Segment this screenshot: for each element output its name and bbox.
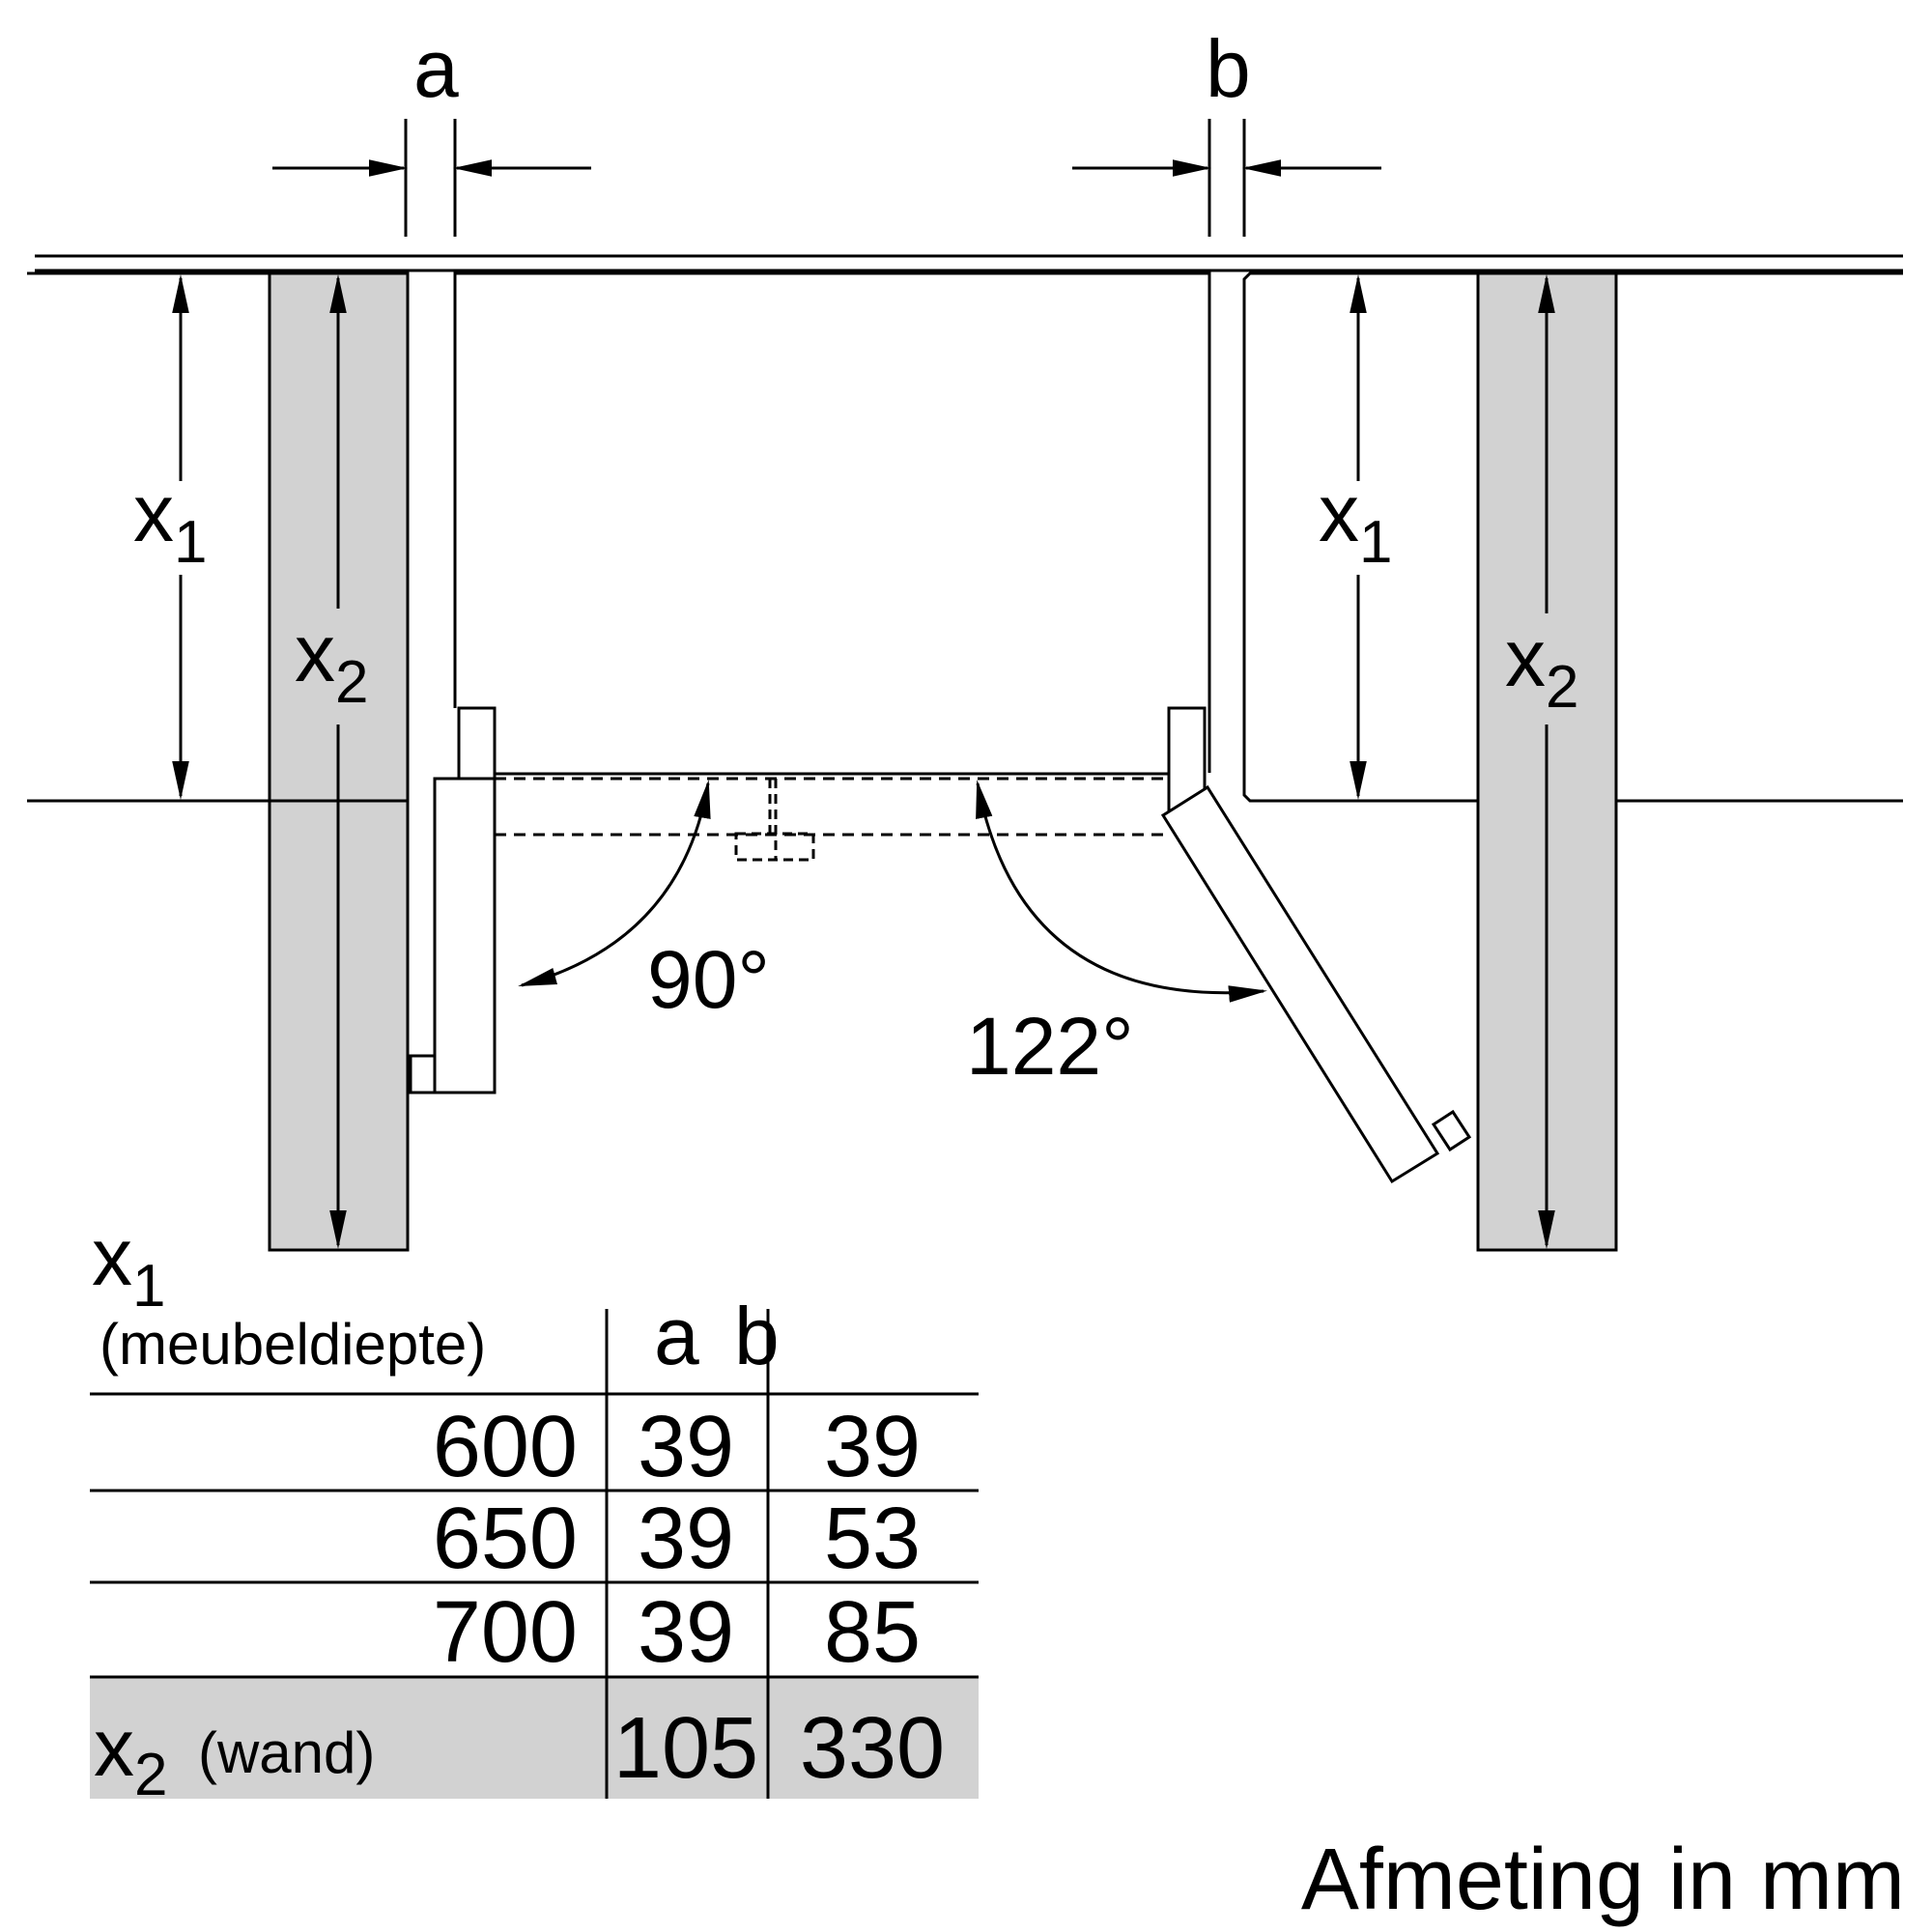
angle-right-label: 122°	[966, 1001, 1134, 1092]
table-footer-row: x2 (wand) 105 330	[94, 1700, 945, 1808]
left-door	[409, 706, 497, 1094]
left-door-handle	[409, 1054, 437, 1094]
right-door	[1160, 706, 1472, 1184]
row-x1-value: 650	[433, 1491, 578, 1587]
footer-x2-note: (wand)	[198, 1720, 375, 1785]
x2-left-label: x2	[295, 608, 368, 716]
row-a-value: 39	[638, 1584, 734, 1681]
left-swing-arc	[518, 780, 711, 987]
table-row: 600 39 39	[433, 1399, 921, 1495]
right-door-open	[1160, 784, 1440, 1184]
footer-x2-label: x2	[94, 1702, 167, 1808]
gap-b-dimension	[1072, 119, 1381, 237]
footer-a-value: 105	[613, 1700, 758, 1797]
table-header-a: a	[654, 1291, 699, 1381]
x1-right-label: x1	[1319, 468, 1392, 576]
dimension-table: x1 (meubeldiepte) a b 600 39 39 650 39 5…	[90, 1211, 979, 1808]
table-header-x1-note: (meubeldiepte)	[99, 1312, 486, 1377]
gap-a-label: a	[413, 23, 459, 114]
x1-left-label: x1	[133, 468, 207, 576]
gap-b-label: b	[1206, 23, 1251, 114]
angle-left-label: 90°	[647, 934, 770, 1025]
gap-a-dimension	[272, 119, 591, 237]
row-x1-value: 700	[433, 1584, 578, 1681]
units-caption: Afmeting in mm	[1301, 1832, 1905, 1928]
left-cabinet-outline	[270, 273, 410, 803]
table-footer-background	[90, 1677, 979, 1799]
swing-arcs	[518, 780, 1267, 1003]
closed-door-lines	[495, 772, 1169, 862]
right-cabinet-outline	[1242, 271, 1478, 803]
row-a-value: 39	[638, 1491, 734, 1587]
table-header-x1: x1	[92, 1211, 165, 1320]
table-row: 700 39 85	[433, 1584, 921, 1681]
row-b-value: 53	[824, 1491, 921, 1587]
table-header-b: b	[734, 1291, 780, 1381]
worktop-lines	[27, 254, 1903, 803]
table-row: 650 39 53	[433, 1491, 921, 1587]
right-door-handle	[1431, 1109, 1472, 1152]
right-swing-arc	[976, 780, 1267, 1003]
footer-b-value: 330	[800, 1700, 945, 1797]
row-b-value: 85	[824, 1584, 921, 1681]
appliance-niche-outline	[453, 271, 1211, 773]
row-b-value: 39	[824, 1399, 921, 1495]
row-x1-value: 600	[433, 1399, 578, 1495]
left-door-open	[433, 777, 497, 1094]
cabinets	[270, 271, 1478, 803]
x2-right-label: x2	[1505, 612, 1578, 721]
row-a-value: 39	[638, 1399, 734, 1495]
